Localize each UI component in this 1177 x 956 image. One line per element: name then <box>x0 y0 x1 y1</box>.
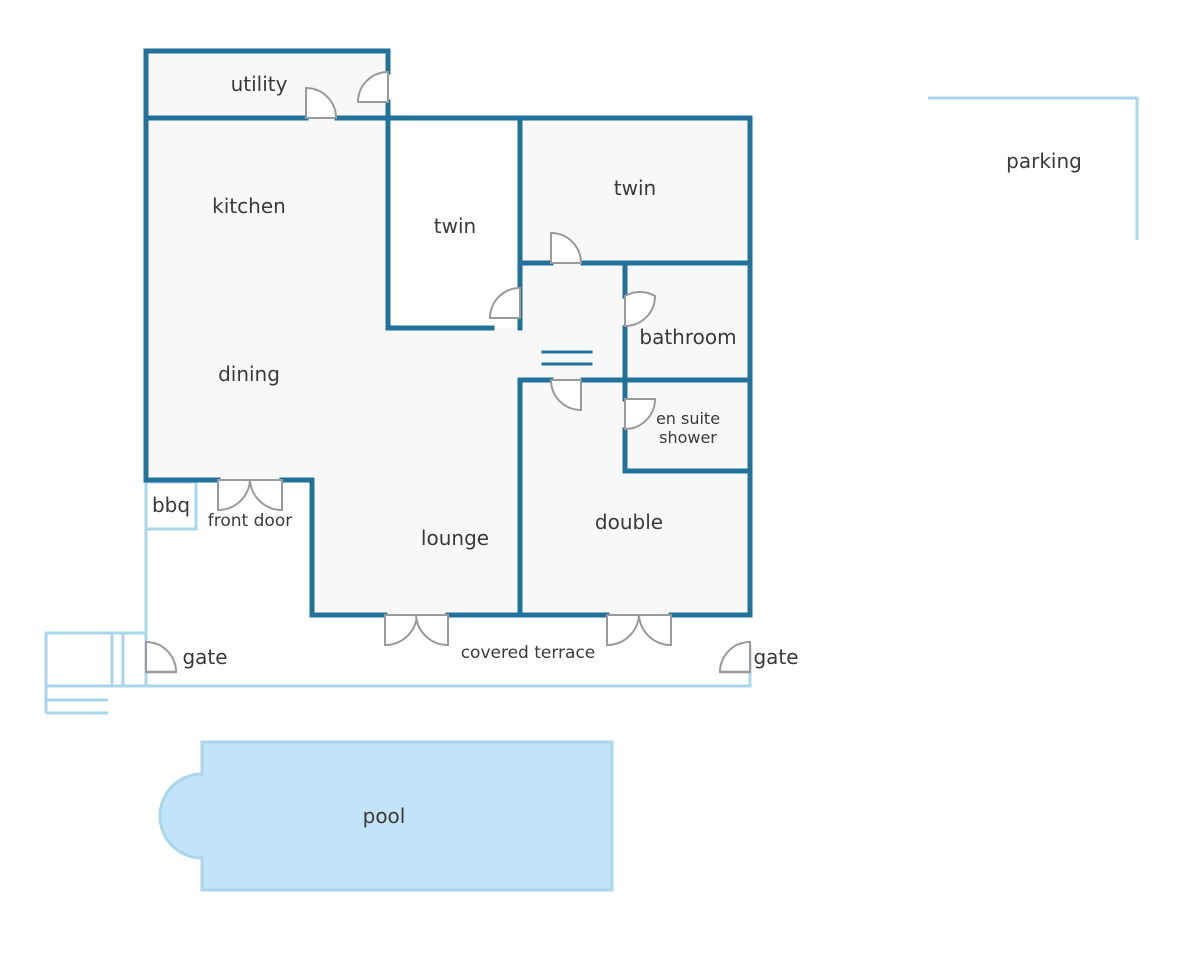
room-label-bathroom: bathroom <box>639 325 736 349</box>
label-parking: parking <box>1006 149 1082 173</box>
room-label-utility: utility <box>231 72 288 96</box>
doors <box>145 70 751 674</box>
parking-outline <box>928 96 1139 240</box>
label-pool: pool <box>363 804 406 828</box>
room-label-lounge: lounge <box>421 526 489 550</box>
pool-shape <box>158 740 614 892</box>
label-gate-left: gate <box>182 645 227 669</box>
label-front-door: front door <box>208 511 292 531</box>
floor-fill <box>146 51 750 615</box>
room-label-twin-right: twin <box>614 176 656 200</box>
label-covered-terrace: covered terrace <box>461 643 596 663</box>
room-label-double: double <box>595 510 663 534</box>
room-label-dining: dining <box>218 362 280 386</box>
room-label-ensuite-line2: shower <box>659 428 717 447</box>
room-label-twin-left: twin <box>434 214 476 238</box>
room-label-kitchen: kitchen <box>212 194 286 218</box>
walls <box>143 48 753 618</box>
label-gate-right: gate <box>753 645 798 669</box>
room-label-bbq: bbq <box>152 493 190 517</box>
room-label-ensuite-line1: en suite <box>656 409 720 428</box>
